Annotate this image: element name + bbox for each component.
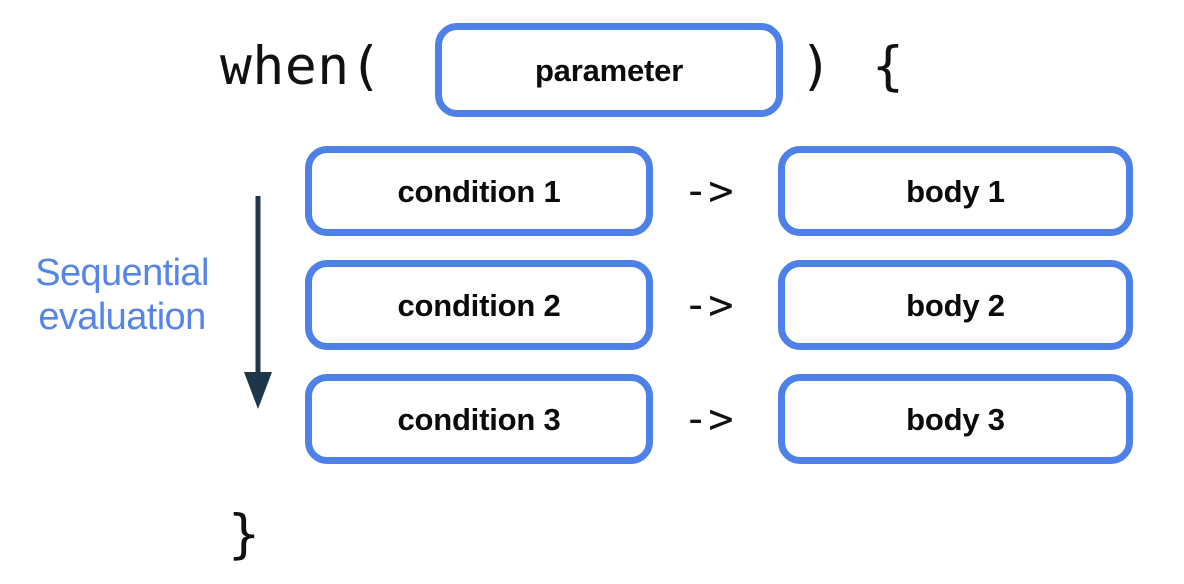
- condition-box[interactable]: condition 2: [305, 260, 653, 350]
- sequential-evaluation-line-2: evaluation: [38, 296, 206, 338]
- branch-row: condition 1 -> body 1: [0, 146, 1184, 236]
- body-box-label: body 1: [906, 173, 1005, 209]
- condition-box-label: condition 3: [397, 401, 561, 437]
- close-paren-glyph: ): [800, 36, 832, 97]
- condition-box-label: condition 1: [397, 173, 561, 209]
- close-brace-glyph: }: [228, 504, 260, 565]
- condition-box[interactable]: condition 1: [305, 146, 653, 236]
- branch-row: condition 2 -> body 2: [0, 260, 1184, 350]
- sequential-evaluation-line-1: Sequential: [35, 252, 209, 294]
- branch-arrow-operator: ->: [683, 166, 734, 215]
- body-box[interactable]: body 1: [778, 146, 1133, 236]
- body-box-label: body 2: [906, 287, 1005, 323]
- body-box[interactable]: body 3: [778, 374, 1133, 464]
- downward-flow-arrow-icon: [244, 196, 272, 409]
- branch-arrow-operator: ->: [683, 280, 734, 329]
- body-box-label: body 3: [906, 401, 1005, 437]
- branch-arrow-operator: ->: [683, 394, 734, 443]
- parameter-box-label: parameter: [534, 52, 684, 88]
- keyword-when-open-paren: when(: [220, 36, 383, 97]
- parameter-box[interactable]: parameter: [435, 23, 783, 117]
- branch-row: condition 3 -> body 3: [0, 374, 1184, 464]
- condition-box-label: condition 2: [397, 287, 561, 323]
- open-brace-glyph: {: [872, 36, 904, 97]
- body-box[interactable]: body 2: [778, 260, 1133, 350]
- sequential-evaluation-label: Sequential evaluation: [8, 251, 236, 339]
- condition-box[interactable]: condition 3: [305, 374, 653, 464]
